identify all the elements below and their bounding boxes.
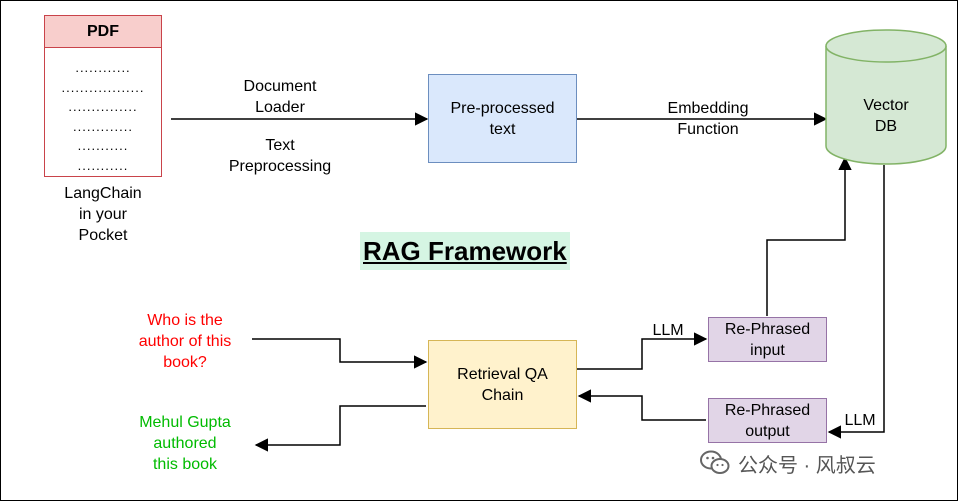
pdf-document: PDF ............ .................. ....… (44, 15, 162, 177)
node-line: Pre-processed (450, 99, 555, 117)
node-line: Chain (481, 386, 524, 404)
arrow-rephrased-output-to-chain (577, 389, 706, 421)
arrow-question-to-chain (252, 338, 428, 369)
label-line: Loader (255, 99, 305, 116)
watermark: 公众号 · 风叔云 (700, 446, 876, 480)
node-line: Re-Phrased (724, 320, 811, 338)
pdf-line: ........... (77, 157, 129, 173)
arrow-rephrased-input-to-db (766, 156, 852, 316)
answer-text: Mehul Gupta authored this book (120, 412, 250, 475)
label-line: Text (265, 137, 295, 154)
pdf-lines: ............ .................. ........… (45, 48, 161, 175)
pdf-line: ........... (77, 138, 129, 153)
node-line: Vector (863, 97, 909, 114)
question-text: Who is the author of this book? (120, 310, 250, 373)
pdf-line: ............. (73, 118, 133, 134)
question-line: Who is the (147, 312, 223, 329)
label-line: Function (677, 121, 739, 138)
pdf-caption-line: in your (78, 206, 128, 223)
arrow-db-to-rephrased-output (827, 165, 885, 439)
llm-label-bottom: LLM (844, 412, 876, 429)
vector-db-node (825, 29, 947, 165)
question-line: book? (163, 354, 207, 371)
label-line: Embedding (667, 100, 749, 117)
rephrased-input-node: Re-Phrased input (708, 317, 827, 362)
vector-db-label: Vector DB (832, 95, 940, 137)
node-line: output (745, 422, 790, 440)
pdf-line: .................. (61, 79, 145, 95)
watermark-text: 公众号 · 风叔云 (738, 454, 876, 477)
answer-line: Mehul Gupta (139, 414, 231, 431)
node-line: DB (874, 118, 898, 135)
answer-line: this book (152, 456, 218, 473)
pdf-line: ............ (75, 60, 131, 75)
label-line: Document (243, 78, 317, 95)
node-line: Re-Phrased (724, 401, 811, 419)
answer-line: authored (153, 435, 217, 452)
label-line: Preprocessing (228, 158, 332, 175)
embedding-function-label: Embedding Function (638, 98, 778, 140)
pdf-caption-line: LangChain (64, 185, 142, 202)
node-line: Retrieval QA (457, 365, 548, 383)
question-line: author of this (138, 333, 232, 350)
diagram-title: RAG Framework (360, 232, 570, 270)
arrow-chain-to-answer (254, 405, 426, 452)
pdf-line: ............... (68, 99, 138, 114)
pdf-header: PDF (45, 16, 161, 48)
text-preprocessing-label: Text Preprocessing (200, 135, 360, 177)
pdf-caption-line: Pocket (78, 227, 128, 244)
preprocessed-text-node: Pre-processed text (428, 74, 577, 163)
arrow-chain-to-rephrased-input (577, 332, 708, 370)
llm-label-top: LLM (652, 322, 684, 339)
node-line: input (750, 341, 785, 359)
pdf-caption: LangChain in your Pocket (43, 183, 163, 246)
rephrased-output-node: Re-Phrased output (708, 398, 827, 443)
chat-bubbles-icon (700, 450, 730, 474)
retrieval-qa-chain-node: Retrieval QA Chain (428, 340, 577, 429)
document-loader-label: Document Loader (210, 76, 350, 118)
node-line: text (489, 120, 516, 138)
